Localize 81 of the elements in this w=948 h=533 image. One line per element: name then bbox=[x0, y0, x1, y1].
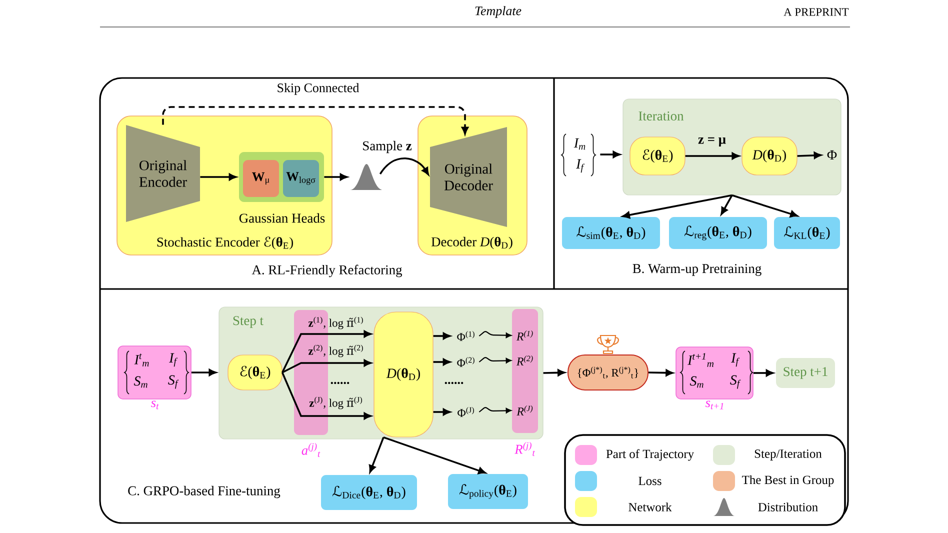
node-label: I$^{t+1}$m bbox=[688, 353, 714, 367]
arrow bbox=[797, 152, 822, 159]
state-box: I$^{t+1}$m I$_{f}$ S$_{m}$ S$_{f}$ bbox=[676, 346, 754, 400]
loss-box: ℒ$_{sim}$(θ$_{E}$, θ$_{D}$) bbox=[562, 217, 660, 249]
state-box: I$^{t}$m I$_{f}$ S$_{m}$ S$_{f}$ bbox=[118, 346, 192, 400]
legend-label: Loss bbox=[638, 476, 662, 486]
arrow bbox=[379, 158, 429, 176]
panel-title: C. GRPO-based Fine-tuning bbox=[128, 486, 280, 498]
arrow bbox=[200, 174, 236, 180]
ellipsis: ...... bbox=[330, 382, 350, 384]
node-label: S$_{m}$ bbox=[690, 376, 704, 388]
output-symbol: Φ$^{(1)}$ bbox=[457, 331, 474, 341]
output-symbol: Φ bbox=[827, 150, 837, 160]
arrow bbox=[368, 436, 384, 473]
bracketed-set: I$_{m}$ I$_{f}$ bbox=[561, 134, 596, 176]
arrow bbox=[281, 372, 372, 420]
arrow bbox=[685, 152, 740, 160]
output-symbol: Φ$^{(2)}$ bbox=[457, 357, 474, 367]
arrow bbox=[732, 194, 798, 218]
arrow bbox=[753, 370, 774, 376]
legend-label: The Best in Group bbox=[742, 475, 834, 487]
band-caption: a$^{(j)}$t bbox=[302, 443, 320, 457]
node-label: S$_{f}$ bbox=[168, 375, 179, 389]
arrow bbox=[433, 332, 450, 340]
loss-box: ℒ$_{policy}$(θ$_{E}$) bbox=[448, 474, 528, 509]
arrow bbox=[720, 194, 733, 215]
arrow bbox=[282, 330, 372, 373]
network-pill: ℰ(θ$_{E}$) bbox=[228, 354, 282, 390]
output-symbol: Φ$^{(J)}$ bbox=[458, 407, 474, 417]
node-label: I$_{f}$ bbox=[169, 353, 178, 367]
network-pill: D(θ$_{D}$) bbox=[374, 312, 434, 438]
header-text: A PREPRINT bbox=[784, 8, 849, 16]
reward-symbol: R$^{(J)}$ bbox=[516, 406, 533, 416]
node-caption: s$_{t+1}$ bbox=[705, 400, 724, 410]
arrow bbox=[383, 436, 486, 474]
node-label: Gaussian Heads bbox=[239, 213, 325, 223]
arrow bbox=[162, 106, 468, 134]
panel-title: B. Warm-up Pretraining bbox=[632, 264, 762, 276]
step-box: Step t+1 bbox=[776, 358, 835, 388]
network-pill: D(θ$_{D}$) bbox=[742, 136, 798, 176]
arrow bbox=[478, 407, 512, 414]
node-caption: Sample z bbox=[363, 140, 412, 154]
weight-box: W$_{μ}$ bbox=[243, 160, 279, 197]
loss-box: ℒ$_{reg}$(θ$_{E}$, θ$_{D}$) bbox=[669, 217, 767, 249]
header-text: Template bbox=[475, 6, 522, 18]
legend-label: Network bbox=[628, 502, 672, 512]
network-pill: ℰ(θ$_{E}$) bbox=[630, 136, 686, 176]
loss-box: ℒ$_{Dice}$(θ$_{E}$, θ$_{D}$) bbox=[321, 475, 417, 510]
node-label: S$_{m}$ bbox=[134, 376, 148, 388]
legend-label: Distribution bbox=[758, 502, 818, 512]
legend-label: Part of Trajectory bbox=[606, 449, 694, 461]
legend-label: Step/Iteration bbox=[754, 450, 822, 460]
node-label: S$_{f}$ bbox=[730, 375, 741, 389]
arrow bbox=[543, 369, 566, 376]
edge-label: z$^{(J)}$, log π̃$^{(J)}$ bbox=[309, 396, 362, 410]
reward-symbol: R$^{(1)}$ bbox=[516, 330, 533, 340]
edge-label: z = μ bbox=[698, 137, 726, 147]
encoder-block: Original Encoder bbox=[126, 125, 200, 222]
arrow bbox=[648, 369, 674, 376]
best-pill: {Φ$^{(j*)}$$_{t}$, R$^{(j*)}$$_{t}$} bbox=[568, 354, 648, 390]
arrow bbox=[600, 151, 620, 158]
loss-box: ℒ$_{KL}$(θ$_{E}$) bbox=[774, 217, 840, 249]
decoder-block: Original Decoder bbox=[430, 127, 507, 227]
arrow bbox=[191, 369, 216, 376]
arrow bbox=[478, 331, 512, 338]
node-label: I$^{t}$m bbox=[134, 354, 149, 366]
edge-label: z$^{(1)}$, log π̃$^{(1)}$ bbox=[308, 316, 363, 330]
arrow bbox=[433, 408, 450, 416]
node-caption: R$^{(j)}$t bbox=[514, 442, 536, 456]
node-label: I$_{f}$ bbox=[731, 353, 740, 367]
edge-label: Skip Connected bbox=[278, 83, 360, 95]
reward-symbol: R$^{(2)}$ bbox=[516, 356, 533, 366]
arrow bbox=[324, 174, 348, 180]
panel-title: A. RL-Friendly Refactoring bbox=[252, 264, 402, 278]
arrow bbox=[622, 194, 732, 218]
weight-box: W$_{logσ}$ bbox=[283, 160, 319, 197]
arrow bbox=[478, 357, 512, 364]
arrow bbox=[433, 358, 450, 366]
node-caption: s$_{t}$ bbox=[151, 400, 159, 410]
arrow bbox=[282, 360, 372, 374]
edge-label: z$^{(2)}$, log π̃$^{(2)}$ bbox=[308, 344, 363, 358]
